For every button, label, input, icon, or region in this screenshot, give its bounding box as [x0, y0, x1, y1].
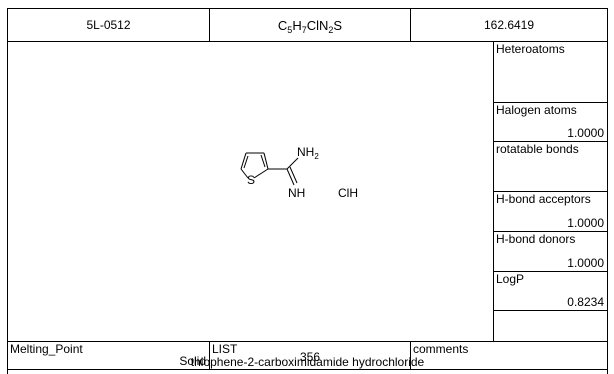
formula-subscript: 7 — [301, 24, 307, 35]
prop-halogen-atoms: Halogen atoms 1.0000 — [493, 102, 608, 142]
atom-imine: NH — [288, 186, 305, 200]
prop-heteroatoms: Heteroatoms — [493, 41, 608, 103]
prop-rotatable-bonds: rotatable bonds — [493, 141, 608, 192]
formula-subscript: 2 — [328, 24, 334, 35]
melting-point-value: Solid — [179, 354, 206, 368]
atom-amine: NH2 — [297, 145, 319, 161]
formula-cell: C5H7ClN2S — [209, 8, 411, 42]
list-value: 356 — [299, 350, 321, 364]
prop-label: rotatable bonds — [496, 142, 579, 156]
structure-diagram: S NH2 NH ClH — [240, 145, 358, 200]
prop-value: 0.8234 — [567, 295, 604, 309]
formula-element: ClN — [306, 17, 329, 33]
ring-bond-c4-c5 — [240, 152, 247, 170]
mol-weight-cell: 162.6419 — [410, 8, 608, 42]
compound-name-cell: thiophene-2-carboximidamide hydrochlorid… — [7, 355, 608, 374]
ring-bond-c2-c3 — [263, 152, 269, 170]
prop-logp: LogP 0.8234 — [493, 271, 608, 311]
comments-label: comments — [413, 342, 469, 356]
melting-point-label: Melting_Point — [10, 342, 83, 356]
catalog-id-cell: 5L-0512 — [7, 8, 210, 42]
prop-label: H-bond donors — [496, 232, 576, 246]
prop-label: LogP — [496, 272, 525, 286]
salt-label: ClH — [338, 186, 358, 200]
prop-value: 1.0000 — [567, 126, 604, 140]
compound-name: thiophene-2-carboximidamide hydrochlorid… — [190, 355, 425, 369]
prop-value: 1.0000 — [567, 256, 604, 270]
bond-amidine-nh2 — [286, 157, 299, 170]
list-label: LIST — [212, 342, 238, 356]
molecular-formula: C5H7ClN2S — [277, 17, 343, 35]
formula-subscript: 5 — [287, 24, 293, 35]
ring-double-bond-inner-a — [260, 154, 266, 168]
catalog-id: 5L-0512 — [86, 18, 131, 32]
formula-element: C — [277, 17, 288, 33]
molecular-weight: 162.6419 — [483, 18, 535, 32]
atom-sulfur: S — [247, 173, 255, 187]
ring-double-bond-inner-b — [243, 155, 249, 169]
prop-empty — [493, 310, 608, 342]
ring-bond-c5-s — [240, 168, 249, 179]
bond-amidine-nh-b — [289, 166, 298, 184]
ring-bond-s-c2 — [253, 168, 269, 179]
formula-element: S — [333, 17, 343, 33]
prop-hbond-acceptors: H-bond acceptors 1.0000 — [493, 191, 608, 232]
prop-label: Halogen atoms — [496, 103, 577, 117]
prop-label: H-bond acceptors — [496, 192, 591, 206]
prop-value: 1.0000 — [567, 216, 604, 230]
prop-label: Heteroatoms — [496, 42, 565, 56]
bond-amidine-nh-a — [286, 168, 295, 186]
prop-hbond-donors: H-bond donors 1.0000 — [493, 231, 608, 272]
formula-element: H — [292, 17, 302, 33]
structure-panel: S NH2 NH ClH — [7, 41, 494, 342]
